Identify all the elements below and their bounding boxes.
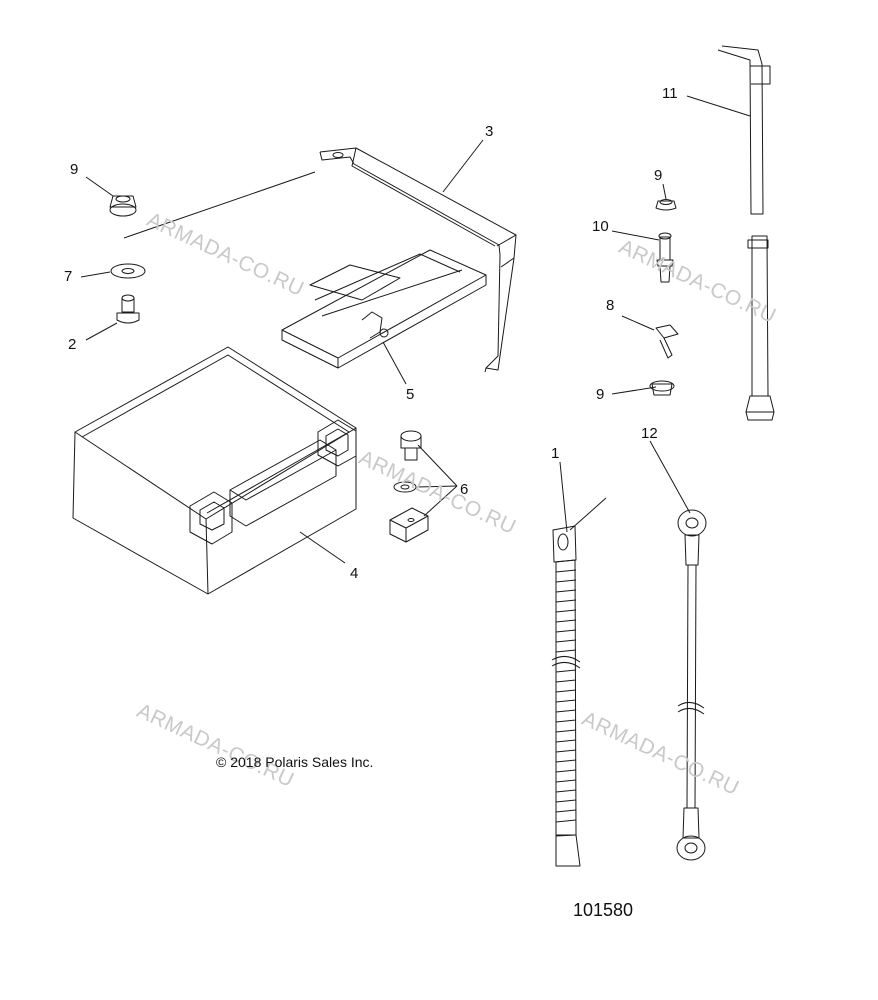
copyright-notice: © 2018 Polaris Sales Inc. [216,754,374,770]
callout-7: 7 [64,268,73,285]
callout-3: 3 [485,123,494,140]
flange-nut-9-right-top [655,199,677,211]
bolt-2 [116,294,140,324]
battery-bracket-3 [319,147,517,373]
callout-6: 6 [460,481,469,498]
callout-8: 8 [606,297,615,314]
callout-10: 10 [592,218,609,235]
washer-7 [110,263,146,279]
callout-12: 12 [641,425,658,442]
flange-nut-9-left [109,195,137,217]
figure-id: 101580 [573,900,634,920]
callout-9: 9 [654,167,663,184]
callout-4: 4 [350,565,359,582]
terminal-stud-10 [656,232,674,283]
callout-5: 5 [406,386,415,403]
leader-lines [80,95,751,564]
callout-11: 11 [662,85,678,102]
vent-tube-11 [717,45,775,421]
battery-4 [72,346,357,595]
cable-1 [551,497,607,867]
hardware-kit-6 [389,430,429,543]
bolt-8 [655,324,679,359]
callout-2: 2 [68,336,77,353]
flange-nut-9-right-bottom [649,380,675,396]
ground-strap-12 [676,509,707,861]
callout-9: 9 [70,161,79,178]
callout-9: 9 [596,386,605,403]
hold-down-plate-5 [281,249,487,369]
callout-1: 1 [551,445,560,462]
